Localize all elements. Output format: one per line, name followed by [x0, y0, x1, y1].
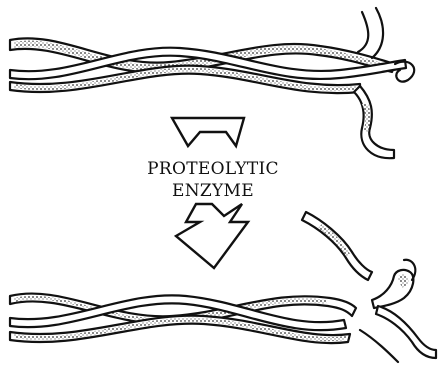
free-end-hanging — [354, 86, 394, 158]
arrow-upper-wedge — [172, 118, 244, 146]
intact-triple-helix — [10, 8, 414, 158]
arrow-head — [176, 204, 248, 268]
label-enzyme: ENZYME — [172, 181, 254, 201]
fragment-2 — [372, 270, 413, 308]
cleaved-triple-helix — [10, 294, 356, 344]
fragment-4 — [360, 330, 398, 362]
free-end-top-right — [358, 12, 368, 52]
label-proteolytic: PROTEOLYTIC — [147, 159, 279, 179]
fragment-1 — [302, 212, 372, 280]
